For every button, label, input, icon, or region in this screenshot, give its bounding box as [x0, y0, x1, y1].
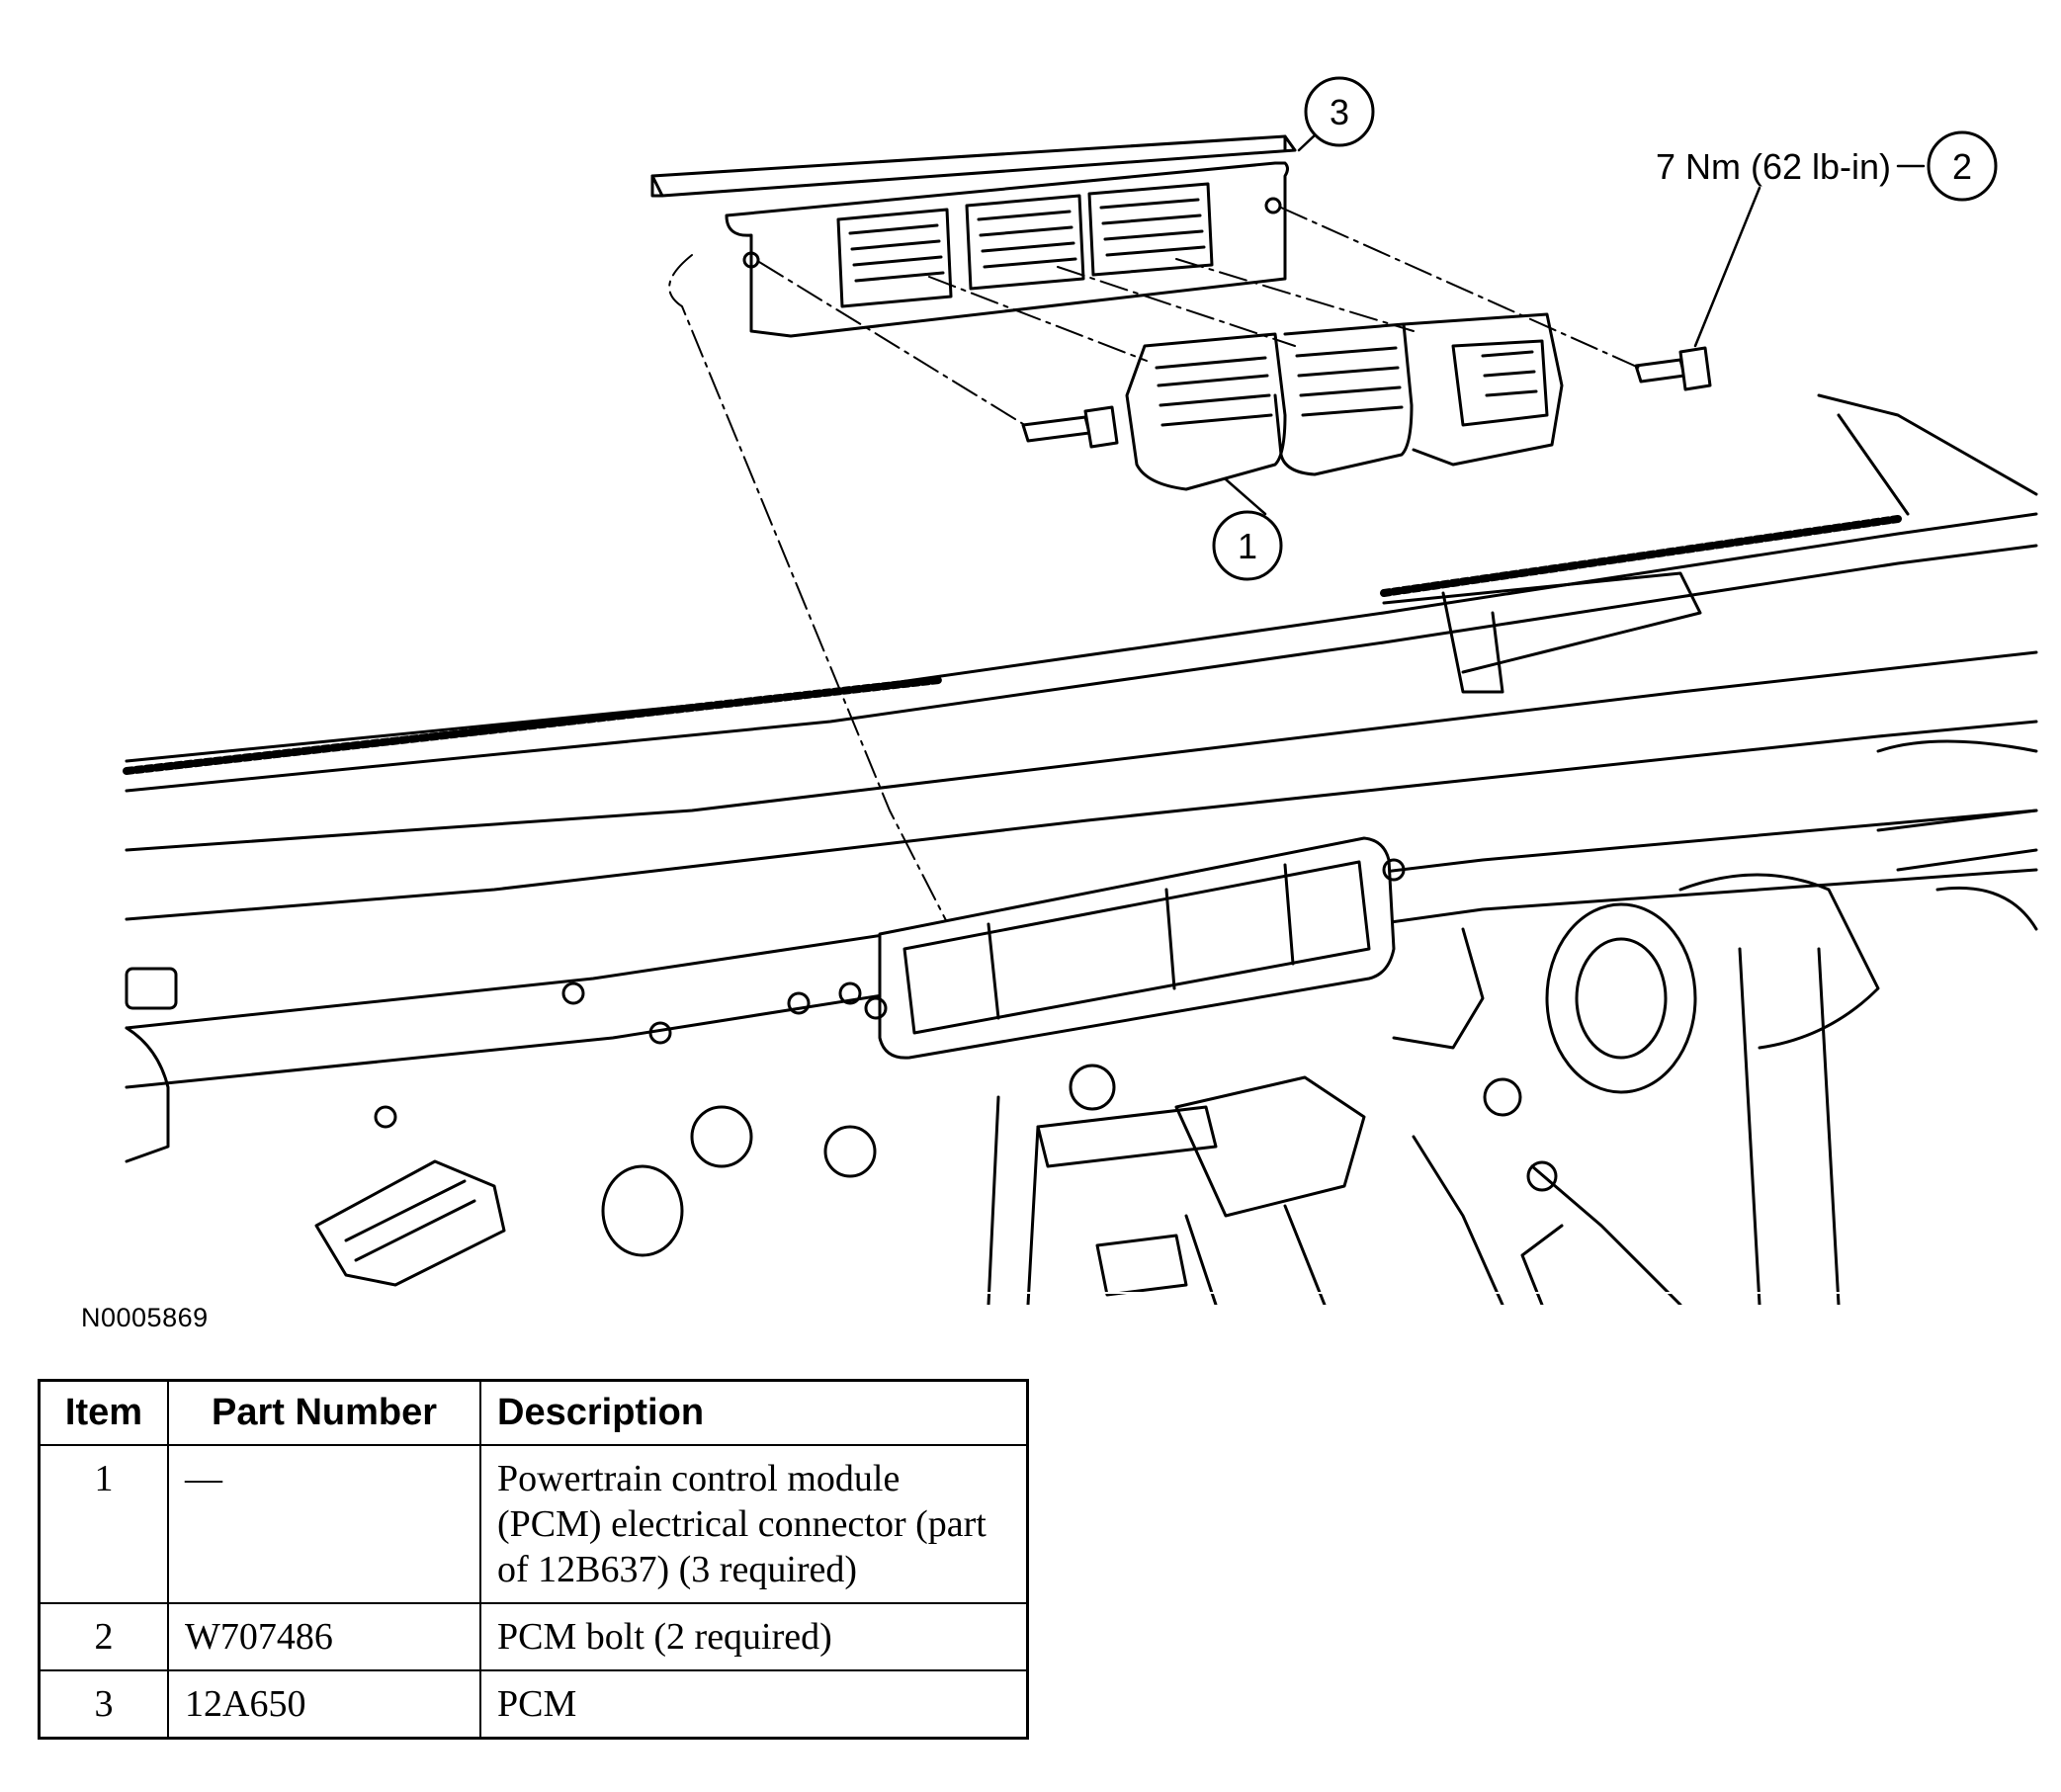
- callout-2-number: 2: [1952, 146, 1972, 187]
- row-item: 3: [38, 1669, 169, 1740]
- torque-spec-label: 7 Nm (62 lb-in): [1656, 146, 1891, 187]
- table-row: 2 W707486 PCM bolt (2 required): [38, 1602, 1029, 1671]
- row-part-number: —: [167, 1444, 481, 1604]
- pcm-module: [650, 134, 1297, 338]
- callout-1-number: 1: [1238, 526, 1257, 566]
- callout-3-circle: [1304, 76, 1375, 147]
- header-item: Item: [38, 1379, 169, 1446]
- vehicle-cowl-structure: [123, 393, 2038, 1305]
- header-part-number: Part Number: [167, 1379, 481, 1446]
- row-description: Powertrain control module (PCM) electric…: [479, 1444, 1029, 1604]
- table-row: 1 — Powertrain control module (PCM) elec…: [38, 1444, 1029, 1604]
- exploded-view-illustration: 3 1 2 7 Nm (62 lb-in): [123, 76, 2038, 1305]
- pcm-connectors: [1125, 312, 1564, 491]
- callout-1-circle: [1212, 510, 1283, 581]
- row-part-number: 12A650: [167, 1669, 481, 1740]
- table-row: 3 12A650 PCM: [38, 1669, 1029, 1740]
- pcm-bolts: [1021, 346, 1712, 449]
- row-description: PCM: [479, 1669, 1029, 1740]
- header-description: Description: [479, 1379, 1029, 1446]
- parts-table-header-row: Item Part Number Description: [38, 1379, 1029, 1446]
- row-item: 2: [38, 1602, 169, 1671]
- figure-id: N0005869: [81, 1303, 209, 1332]
- callout-2-circle: [1927, 130, 1998, 202]
- row-part-number: W707486: [167, 1602, 481, 1671]
- parts-table: Item Part Number Description 1 — Powertr…: [38, 1379, 1029, 1740]
- assembly-guide-lines: [668, 207, 1640, 1004]
- callout-3-number: 3: [1330, 92, 1349, 132]
- row-description: PCM bolt (2 required): [479, 1602, 1029, 1671]
- row-item: 1: [38, 1444, 169, 1604]
